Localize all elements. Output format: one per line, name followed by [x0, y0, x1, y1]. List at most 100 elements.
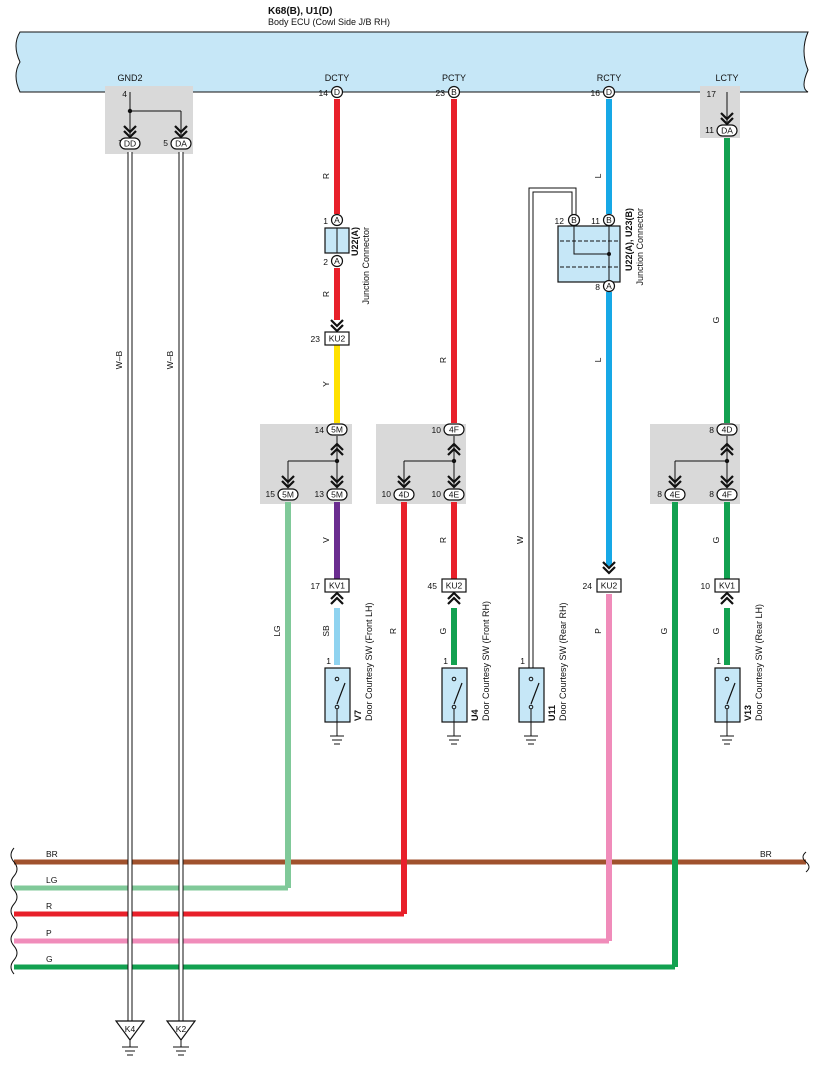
svg-text:L: L: [593, 357, 603, 362]
svg-text:SB: SB: [321, 625, 331, 637]
switch-u11: 1 U11 Door Courtesy SW (Rear RH): [518, 602, 568, 745]
pcty-wires: [401, 99, 457, 914]
svg-text:4E: 4E: [670, 490, 681, 500]
svg-text:KV1: KV1: [329, 581, 345, 591]
switch-u4: 1 U4 Door Courtesy SW (Front RH): [441, 601, 491, 745]
svg-text:U22(A): U22(A): [350, 227, 360, 256]
svg-text:4D: 4D: [399, 490, 410, 500]
pin-dcty: 14: [319, 88, 329, 98]
svg-text:KU2: KU2: [329, 334, 346, 344]
svg-text:17: 17: [311, 581, 321, 591]
svg-text:Junction Connector: Junction Connector: [635, 208, 645, 286]
svg-text:G: G: [711, 317, 721, 324]
svg-text:BR: BR: [46, 849, 58, 859]
svg-text:1: 1: [326, 656, 331, 666]
svg-text:W–B: W–B: [165, 350, 175, 369]
ground-wires: [127, 92, 184, 1023]
svg-text:10: 10: [432, 425, 442, 435]
junction-connector-u22a: 1 A 2 A U22(A) Junction Connector: [323, 213, 371, 305]
svg-text:2: 2: [323, 257, 328, 267]
ecu-title: K68(B), U1(D): [268, 6, 332, 17]
pin-lcty: 17: [707, 89, 717, 99]
svg-text:5M: 5M: [331, 490, 343, 500]
svg-text:Door Courtesy SW (Front LH): Door Courtesy SW (Front LH): [364, 602, 374, 721]
svg-text:U22(A), U23(B): U22(A), U23(B): [624, 208, 634, 271]
ecu-terminal-dcty: DCTY: [325, 73, 350, 83]
svg-text:Y: Y: [321, 381, 331, 387]
svg-text:P: P: [46, 928, 52, 938]
junction-connector-u22-u23: 12 B 11 B 8 A U22(A), U23(B) Junction Co…: [555, 208, 645, 293]
svg-text:K4: K4: [125, 1024, 136, 1034]
svg-text:4D: 4D: [722, 425, 733, 435]
svg-text:1: 1: [716, 656, 721, 666]
ecu-pin-markers: 4 14 D 23 B 16 D 17: [122, 85, 717, 99]
svg-text:10: 10: [432, 489, 442, 499]
svg-text:KV1: KV1: [719, 581, 735, 591]
switch-v7: 1 V7 Door Courtesy SW (Front LH): [324, 602, 374, 745]
svg-text:V7: V7: [353, 710, 363, 721]
svg-text:24: 24: [583, 581, 593, 591]
svg-text:4F: 4F: [722, 490, 732, 500]
svg-text:G: G: [46, 954, 53, 964]
svg-text:Door Courtesy SW (Rear RH): Door Courtesy SW (Rear RH): [558, 602, 568, 721]
ecu-terminal-gnd2: GND2: [117, 73, 142, 83]
block-5m-pins: 14 5M 15 5M 13 5M: [266, 423, 348, 501]
pin-gnd2: 4: [122, 89, 127, 99]
ecu-terminal-lcty: LCTY: [715, 73, 738, 83]
svg-text:G: G: [711, 537, 721, 544]
svg-text:12: 12: [555, 216, 565, 226]
conn-dcty: D: [334, 87, 340, 97]
svg-text:1: 1: [520, 656, 525, 666]
block-lh-pins: 8 4D 8 4E 8 4F: [657, 423, 738, 501]
ecu-terminal-rcty: RCTY: [597, 73, 622, 83]
bus-break-marks: [10, 847, 810, 975]
svg-text:Door Courtesy SW (Rear LH): Door Courtesy SW (Rear LH): [754, 604, 764, 721]
ecu-subtitle: Body ECU (Cowl Side J/B RH): [268, 17, 390, 27]
svg-text:DA: DA: [721, 126, 733, 136]
svg-text:B: B: [606, 215, 612, 225]
svg-text:8: 8: [595, 282, 600, 292]
svg-text:R: R: [321, 173, 331, 179]
svg-text:DD: DD: [124, 139, 136, 149]
svg-text:A: A: [334, 256, 340, 266]
svg-text:A: A: [606, 281, 612, 291]
svg-text:BR: BR: [760, 849, 772, 859]
ecu-terminal-pcty: PCTY: [442, 73, 466, 83]
svg-text:R: R: [321, 291, 331, 297]
svg-text:DA: DA: [175, 139, 187, 149]
svg-text:KU2: KU2: [601, 581, 618, 591]
svg-text:4F: 4F: [449, 425, 459, 435]
svg-text:R: R: [438, 537, 448, 543]
svg-text:10: 10: [382, 489, 392, 499]
inline-connectors: 23 KU2 17 KV1 45 KU2 24 KU2 10 KV1: [311, 331, 740, 593]
svg-text:Junction Connector: Junction Connector: [361, 227, 371, 305]
svg-text:15: 15: [266, 489, 276, 499]
dcty-wires: [285, 99, 340, 888]
svg-text:8: 8: [709, 425, 714, 435]
svg-text:P: P: [593, 628, 603, 634]
svg-text:10: 10: [701, 581, 711, 591]
pass-through-chevrons: [123, 112, 734, 605]
pin-pcty: 23: [436, 88, 446, 98]
svg-text:8: 8: [657, 489, 662, 499]
svg-text:23: 23: [311, 334, 321, 344]
gnd-block-pins: 7 DD 5 DA: [118, 137, 192, 150]
ground-k4: K4: [114, 1020, 146, 1056]
wire-color-codes: W–B W–B R R Y V SB LG R R G R L L P W G …: [114, 173, 721, 637]
bus-labels: BR BR LG R P G: [46, 849, 772, 964]
svg-text:G: G: [659, 628, 669, 635]
svg-text:5M: 5M: [282, 490, 294, 500]
svg-text:45: 45: [428, 581, 438, 591]
svg-text:14: 14: [315, 425, 325, 435]
svg-text:A: A: [334, 215, 340, 225]
svg-text:U4: U4: [470, 709, 480, 721]
svg-text:11: 11: [591, 216, 600, 226]
svg-text:4E: 4E: [449, 490, 460, 500]
rcty-wires: [528, 99, 612, 941]
svg-text:8: 8: [709, 489, 714, 499]
bus-lines: [14, 859, 806, 970]
svg-text:G: G: [438, 628, 448, 635]
pin-rcty: 16: [591, 88, 601, 98]
svg-text:R: R: [388, 628, 398, 634]
svg-text:1: 1: [443, 656, 448, 666]
